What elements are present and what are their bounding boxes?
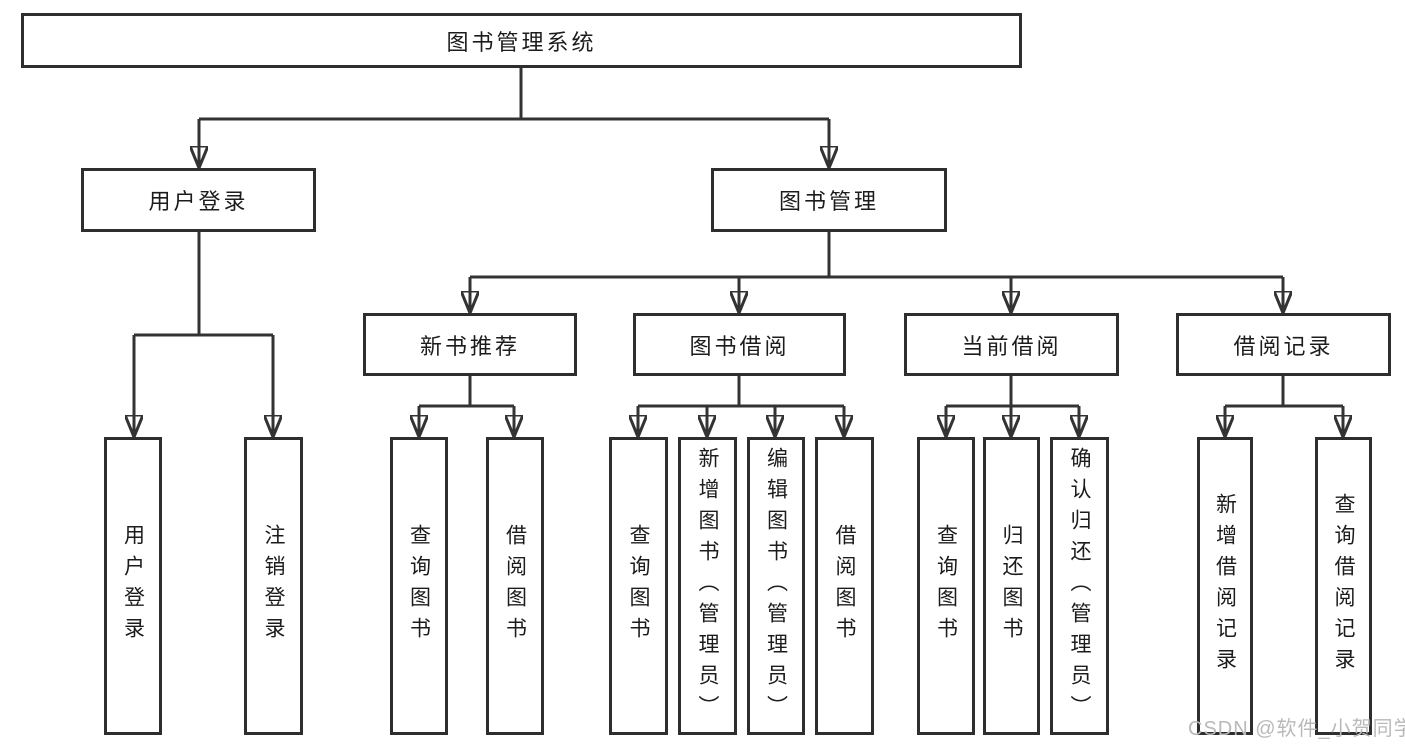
leaf-query-books-current: 查询图书 bbox=[917, 437, 975, 735]
node-new-book-recommend-label: 新书推荐 bbox=[419, 333, 520, 359]
leaf-query-books-recommend-label: 查询图书 bbox=[407, 524, 431, 648]
leaf-borrow-books-recommend: 借阅图书 bbox=[486, 437, 544, 735]
leaf-edit-book-admin-label: 编辑图书（管理员） bbox=[764, 446, 788, 726]
leaf-edit-book-admin: 编辑图书（管理员） bbox=[747, 437, 805, 735]
leaf-query-books-recommend: 查询图书 bbox=[390, 437, 448, 735]
leaf-borrow-books: 借阅图书 bbox=[815, 437, 874, 735]
node-book-borrow: 图书借阅 bbox=[633, 313, 846, 376]
leaf-add-borrow-record: 新增借阅记录 bbox=[1197, 437, 1253, 735]
connector-user-login-split bbox=[134, 232, 273, 437]
node-new-book-recommend: 新书推荐 bbox=[363, 313, 577, 376]
leaf-user-login: 用户登录 bbox=[104, 437, 162, 735]
leaf-add-book-admin-label: 新增图书（管理员） bbox=[696, 446, 719, 726]
leaf-query-books-current-label: 查询图书 bbox=[934, 524, 958, 648]
leaf-return-books: 归还图书 bbox=[983, 437, 1040, 735]
connector-current-borrow-split bbox=[946, 376, 1079, 437]
node-root: 图书管理系统 bbox=[21, 13, 1022, 68]
leaf-logout-label: 注销登录 bbox=[262, 524, 285, 648]
connector-root-to-level1 bbox=[199, 68, 829, 168]
connector-new-book-split bbox=[419, 376, 514, 437]
connector-book-borrow-split bbox=[638, 376, 844, 437]
node-user-login: 用户登录 bbox=[81, 168, 316, 232]
leaf-query-books-borrow: 查询图书 bbox=[609, 437, 668, 735]
node-book-borrow-label: 图书借阅 bbox=[689, 333, 790, 359]
leaf-add-book-admin: 新增图书（管理员） bbox=[678, 437, 737, 735]
leaf-query-borrow-record-label: 查询借阅记录 bbox=[1332, 493, 1355, 679]
node-current-borrow-label: 当前借阅 bbox=[961, 333, 1062, 359]
csdn-watermark: CSDN @软件_小贺同学 bbox=[1188, 718, 1405, 740]
leaf-user-login-label: 用户登录 bbox=[121, 524, 145, 648]
node-root-label: 图书管理系统 bbox=[446, 29, 597, 55]
node-borrow-records-label: 借阅记录 bbox=[1233, 333, 1334, 359]
leaf-borrow-books-recommend-label: 借阅图书 bbox=[503, 524, 527, 648]
node-book-management: 图书管理 bbox=[711, 168, 947, 232]
connector-book-management-split bbox=[470, 232, 1283, 313]
leaf-add-borrow-record-label: 新增借阅记录 bbox=[1213, 493, 1237, 679]
node-current-borrow: 当前借阅 bbox=[904, 313, 1119, 376]
connector-borrow-records-split bbox=[1225, 376, 1343, 437]
node-book-management-label: 图书管理 bbox=[778, 189, 879, 214]
leaf-query-borrow-record: 查询借阅记录 bbox=[1315, 437, 1372, 735]
node-user-login-label: 用户登录 bbox=[148, 189, 249, 214]
leaf-query-books-borrow-label: 查询图书 bbox=[627, 524, 650, 648]
leaf-confirm-return-admin-label: 确认归还（管理员） bbox=[1068, 446, 1091, 726]
leaf-borrow-books-label: 借阅图书 bbox=[833, 524, 856, 648]
leaf-confirm-return-admin: 确认归还（管理员） bbox=[1050, 437, 1109, 735]
leaf-logout: 注销登录 bbox=[244, 437, 303, 735]
node-borrow-records: 借阅记录 bbox=[1176, 313, 1391, 376]
leaf-return-books-label: 归还图书 bbox=[1000, 524, 1023, 648]
